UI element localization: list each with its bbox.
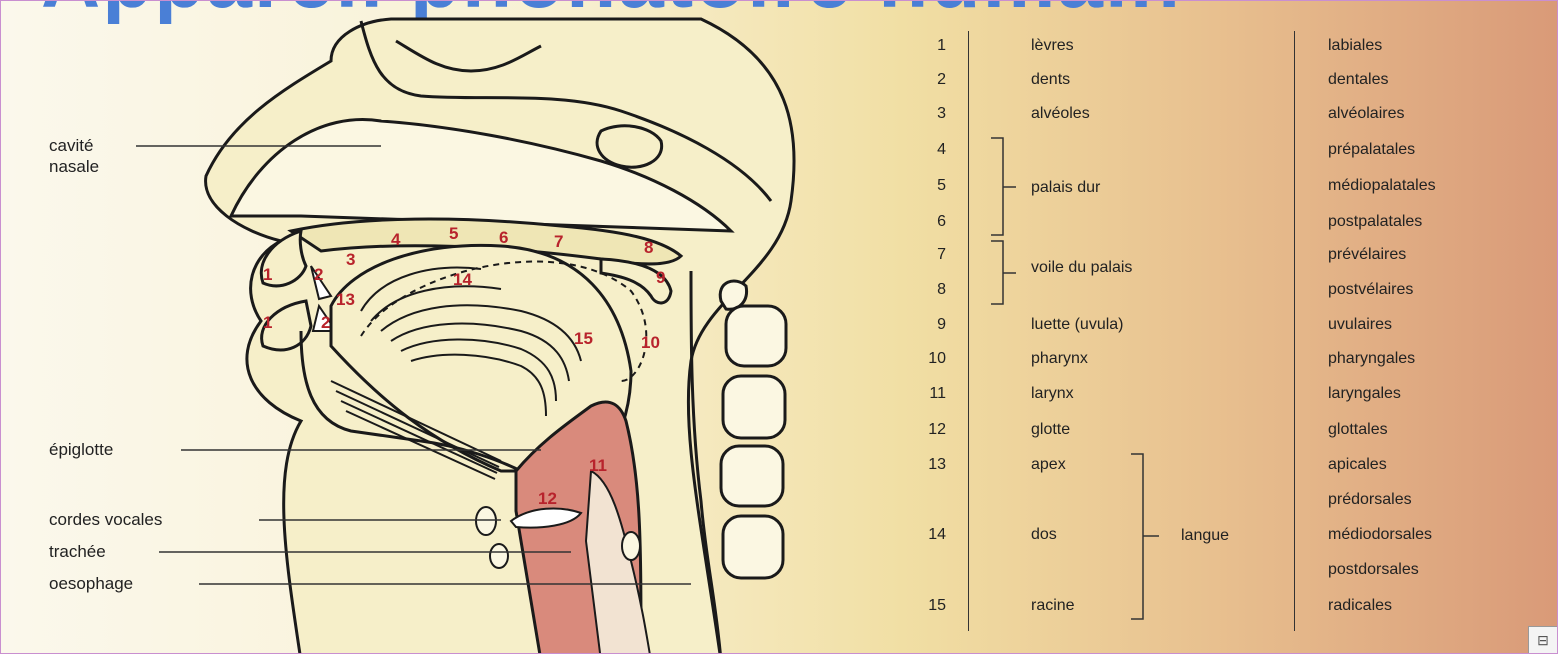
table-row-number: 14 bbox=[906, 526, 946, 544]
table-row-type: uvulaires bbox=[1328, 316, 1392, 334]
table-row-number: 6 bbox=[906, 213, 946, 231]
corner-glyph: ⊟ bbox=[1528, 626, 1557, 653]
table-row-organ: racine bbox=[1031, 597, 1075, 615]
table-row-organ: alvéoles bbox=[1031, 105, 1090, 123]
table-row-type: dentales bbox=[1328, 71, 1389, 89]
table-row-type: apicales bbox=[1328, 456, 1387, 474]
table-row-type: médiodorsales bbox=[1328, 526, 1432, 544]
marker-6: 6 bbox=[499, 228, 508, 247]
table-row-number: 7 bbox=[906, 246, 946, 264]
table-row-type: médiopalatales bbox=[1328, 177, 1436, 195]
marker-8: 8 bbox=[644, 238, 653, 257]
table-row-type: prépalatales bbox=[1328, 141, 1415, 159]
table-langue: langue bbox=[1181, 527, 1229, 545]
label-epiglotte: épiglotte bbox=[49, 440, 113, 460]
table-row-number: 5 bbox=[906, 177, 946, 195]
table-row-type: labiales bbox=[1328, 37, 1382, 55]
table-row-number: 10 bbox=[906, 350, 946, 368]
label-cordes-vocales: cordes vocales bbox=[49, 510, 162, 530]
label-nasale: nasale bbox=[49, 157, 99, 177]
marker-14: 14 bbox=[453, 270, 472, 289]
label-cavite: cavité bbox=[49, 136, 93, 156]
table-row-organ: pharynx bbox=[1031, 350, 1088, 368]
marker-1b: 1 bbox=[263, 313, 272, 332]
table-row-type: prédorsales bbox=[1328, 491, 1412, 509]
table-row-number: 15 bbox=[906, 597, 946, 615]
table-divider-2 bbox=[1294, 31, 1295, 631]
marker-11: 11 bbox=[589, 456, 607, 475]
table-row-organ: larynx bbox=[1031, 385, 1074, 403]
table-row-number: 11 bbox=[906, 385, 946, 403]
table-row-number: 1 bbox=[906, 37, 946, 55]
table-row-organ: dents bbox=[1031, 71, 1070, 89]
table-row-number: 4 bbox=[906, 141, 946, 159]
marker-7: 7 bbox=[554, 232, 563, 251]
marker-15: 15 bbox=[574, 329, 593, 348]
table-row-organ: glotte bbox=[1031, 421, 1070, 439]
marker-10: 10 bbox=[641, 333, 660, 352]
table-row-number: 13 bbox=[906, 456, 946, 474]
table-row-number: 9 bbox=[906, 316, 946, 334]
table-row-organ: palais dur bbox=[1031, 179, 1100, 197]
table-row-type: postpalatales bbox=[1328, 213, 1422, 231]
table-row-organ: voile du palais bbox=[1031, 259, 1132, 277]
marker-13: 13 bbox=[336, 290, 355, 309]
table-row-number: 12 bbox=[906, 421, 946, 439]
table-divider-1 bbox=[968, 31, 969, 631]
table-row-type: prévélaires bbox=[1328, 246, 1406, 264]
table-row-type: pharyngales bbox=[1328, 350, 1415, 368]
table-row-organ: dos bbox=[1031, 526, 1057, 544]
label-oesophage: oesophage bbox=[49, 574, 133, 594]
table-row-type: laryngales bbox=[1328, 385, 1401, 403]
table-row-organ: luette (uvula) bbox=[1031, 316, 1124, 334]
marker-4: 4 bbox=[391, 230, 401, 249]
table-row-number: 3 bbox=[906, 105, 946, 123]
marker-2a: 2 bbox=[314, 265, 323, 284]
marker-12: 12 bbox=[538, 489, 557, 508]
marker-9: 9 bbox=[656, 268, 665, 287]
table-row-number: 2 bbox=[906, 71, 946, 89]
table-row-type: postdorsales bbox=[1328, 561, 1419, 579]
marker-5: 5 bbox=[449, 224, 458, 243]
table-row-type: radicales bbox=[1328, 597, 1392, 615]
table-row-organ: apex bbox=[1031, 456, 1066, 474]
marker-2b: 2 bbox=[321, 313, 330, 332]
marker-3: 3 bbox=[346, 250, 355, 269]
table-row-type: glottales bbox=[1328, 421, 1388, 439]
table-row-type: postvélaires bbox=[1328, 281, 1413, 299]
marker-1a: 1 bbox=[263, 265, 272, 284]
table-row-type: alvéolaires bbox=[1328, 105, 1404, 123]
label-trachee: trachée bbox=[49, 542, 106, 562]
table-row-number: 8 bbox=[906, 281, 946, 299]
table-row-organ: lèvres bbox=[1031, 37, 1074, 55]
